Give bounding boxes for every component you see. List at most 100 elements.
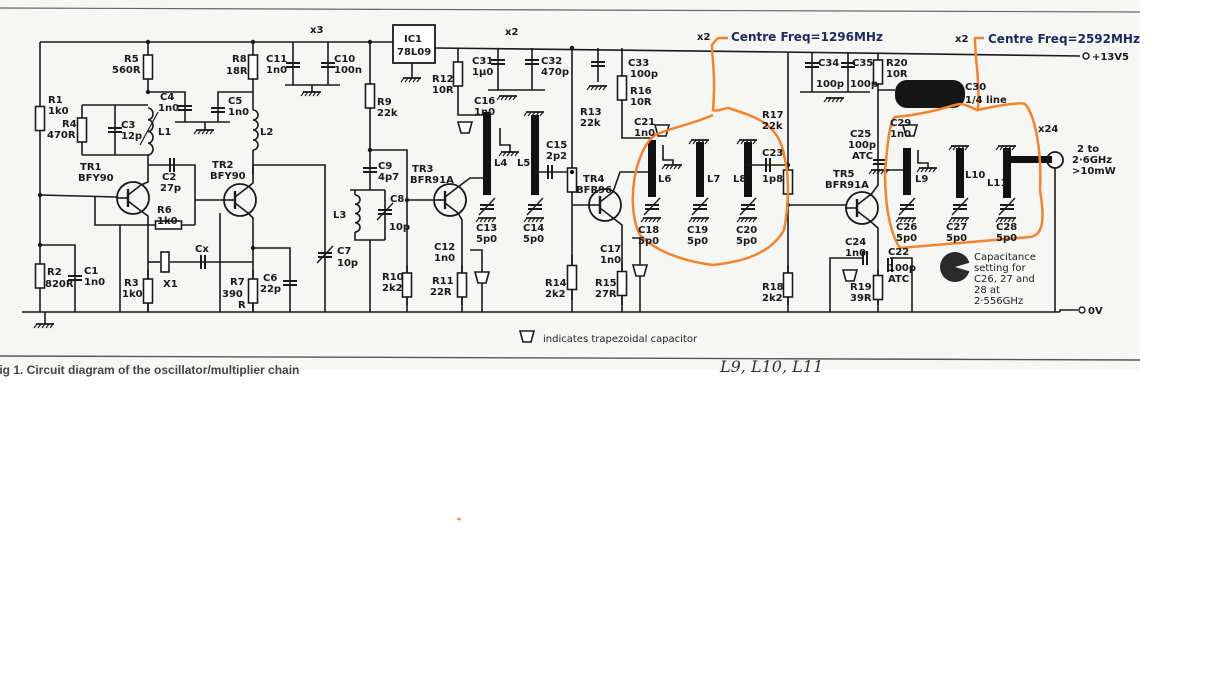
component-label: R3 (124, 278, 139, 289)
r6 (142, 220, 195, 230)
ground-hatch (602, 85, 607, 91)
ground-hatch (692, 217, 697, 223)
trimmer-arrow (376, 202, 394, 221)
component-label: R8 (232, 54, 247, 65)
component-label: 1k0 (157, 216, 178, 227)
quarter-wave-line-c30 (895, 80, 965, 108)
c6 (283, 280, 297, 286)
component-label: C1 (84, 266, 98, 277)
component-label: C2 (162, 172, 176, 183)
trimmer-arrow (478, 197, 496, 216)
component-label: C28 (996, 222, 1017, 233)
trimmer-arrow (643, 197, 661, 216)
trimmer-arrow (951, 197, 969, 216)
ground-icon (523, 217, 544, 223)
ground-hatch (736, 217, 741, 223)
ground-icon (948, 145, 969, 151)
ground-hatch (740, 217, 745, 223)
ground-hatch (907, 217, 912, 223)
component-label: TR1 (80, 162, 102, 173)
trapezoidal-capacitor-icon (473, 271, 491, 284)
c33 (591, 61, 605, 67)
trimmer-arrow (739, 197, 757, 216)
r19 (872, 270, 884, 305)
component-label: 1n0 (84, 277, 105, 288)
collector (444, 186, 459, 198)
component-label: L7 (707, 174, 720, 185)
component-label: L4 (494, 158, 507, 169)
component-label: 39R (850, 293, 872, 304)
crystal-x1 (160, 251, 170, 273)
wire (457, 100, 487, 116)
wire (869, 170, 879, 197)
ground-hatch (300, 91, 305, 97)
component-label: 100p (848, 140, 876, 151)
ground-hatch (33, 323, 38, 329)
ground-hatch (995, 145, 1000, 151)
l3 (354, 194, 361, 233)
trimmer-arrow (316, 245, 334, 264)
ground-hatch (539, 111, 544, 117)
ground-hatch (835, 97, 840, 103)
component-label: R14 (545, 278, 567, 289)
component-label: L2 (260, 127, 273, 138)
ground-hatch (527, 111, 532, 117)
component-label: C5 (228, 96, 242, 107)
component-label: C10 (334, 54, 355, 65)
ground-hatch (37, 323, 42, 329)
collector (234, 186, 249, 198)
component-label: 5p0 (523, 234, 544, 245)
component-label: 1/4 line (965, 95, 1007, 106)
component-label: 5p0 (896, 233, 917, 244)
resistor-body (566, 167, 578, 193)
trapezoidal-capacitor-icon (631, 264, 649, 277)
ground-hatch (661, 164, 666, 170)
ground-hatch (956, 217, 961, 223)
c10 (321, 62, 335, 68)
trimmer-arrow (898, 197, 916, 216)
ground-hatch (700, 139, 705, 145)
component-label: R13 (580, 107, 602, 118)
c23 (765, 158, 771, 172)
ground-hatch (498, 151, 503, 157)
component-label: C14 (523, 223, 544, 234)
ground-icon (661, 164, 682, 170)
ground-hatch (500, 95, 505, 101)
tr2 (223, 183, 257, 217)
component-label: 22k (377, 108, 398, 119)
component-label: X1 (163, 279, 178, 290)
component-label: 820R (45, 279, 74, 290)
r20 (872, 54, 884, 90)
ground-icon (895, 217, 916, 223)
r5 (142, 42, 154, 92)
component-label: BFY90 (210, 171, 246, 182)
tr3 (433, 183, 467, 217)
ground-hatch (523, 217, 528, 223)
component-label: BFY90 (78, 173, 114, 184)
wire (247, 165, 254, 188)
component-label: R11 (432, 276, 454, 287)
l6 (648, 140, 656, 197)
component-label: C3 (121, 120, 135, 131)
r16 (616, 48, 628, 128)
ground-hatch (531, 217, 536, 223)
ground-hatch (487, 217, 492, 223)
trimmer-arrow (998, 197, 1016, 216)
component-label: C8 (390, 194, 404, 205)
resistor-body (782, 272, 794, 298)
c9 (363, 167, 377, 173)
wire (370, 149, 408, 312)
tap (499, 128, 511, 152)
component-label: 1µ0 (472, 67, 493, 78)
ground-hatch (483, 217, 488, 223)
c1 (68, 275, 82, 281)
component-label: Cx (195, 244, 209, 255)
collector (856, 194, 871, 206)
component-label: 22k (580, 118, 601, 129)
handwritten-note: L9, L10, L11 (719, 357, 823, 376)
emitter (856, 210, 871, 222)
component-label: R19 (850, 282, 872, 293)
ground-hatch (823, 97, 828, 103)
l7 (696, 142, 704, 197)
component-label: 10R (886, 69, 908, 80)
